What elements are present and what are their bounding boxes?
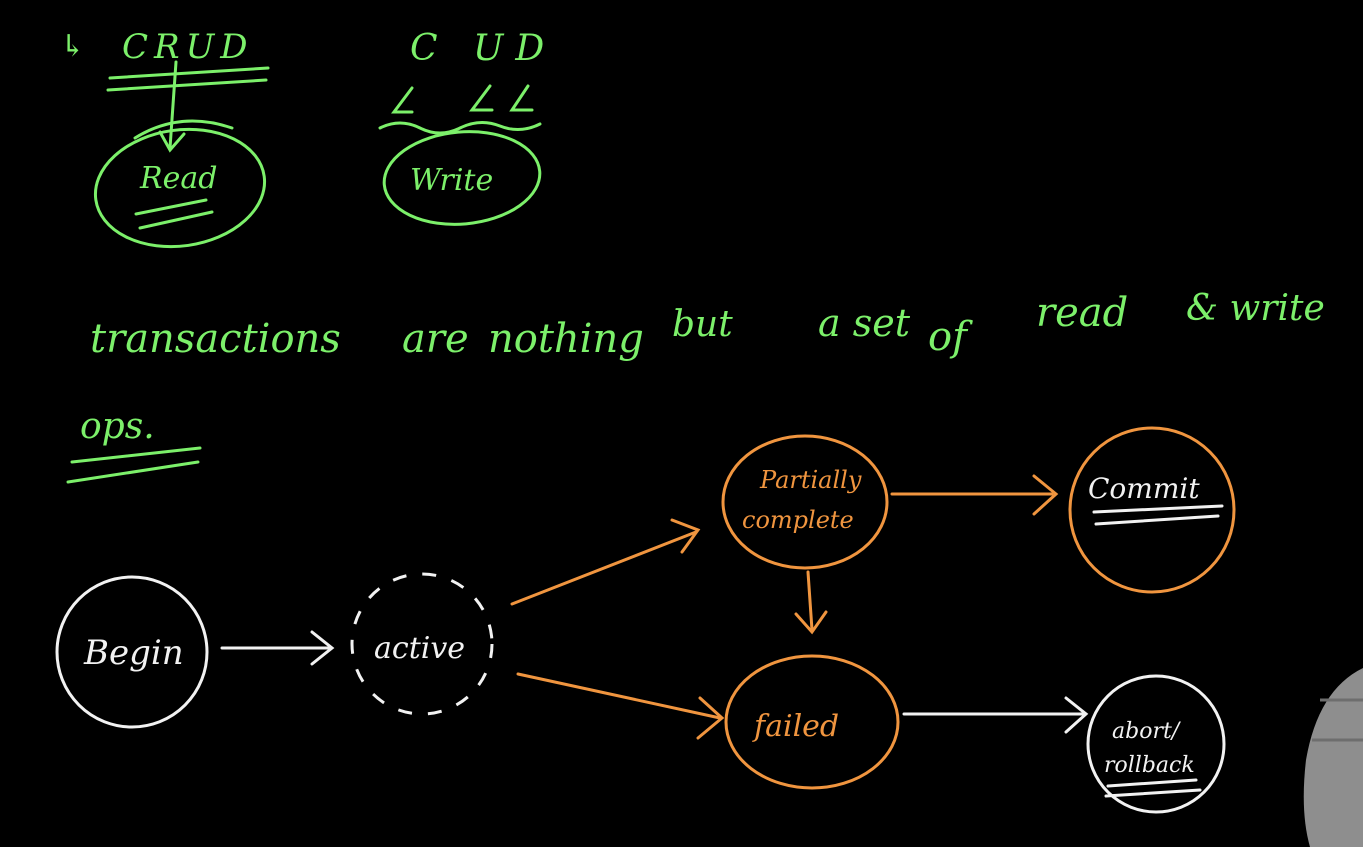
partially-circle — [721, 434, 889, 570]
crud-underline-2 — [106, 78, 268, 92]
cud-arrow-d — [509, 84, 534, 112]
sentence-word-and-write: & write — [1186, 288, 1325, 329]
arrow-failed-abort-head — [1064, 696, 1089, 734]
read-text: Read — [139, 161, 217, 196]
cud-arrow-c — [391, 86, 414, 114]
sentence-word-but: but — [672, 304, 733, 345]
arrow-partial-failed-head — [794, 610, 828, 635]
arrow-active-partial-line — [510, 530, 698, 606]
read-circle — [93, 127, 267, 249]
commit-underline-1 — [1092, 504, 1224, 514]
sentence-word-ops: ops. — [80, 406, 155, 447]
arrow-active-partial-head — [670, 518, 701, 554]
abort-underline-2 — [1104, 788, 1202, 798]
active-label: active — [374, 631, 465, 666]
read-underline-1 — [134, 198, 208, 216]
arrow-active-failed-head — [696, 696, 725, 740]
partially-label-1: Partially — [759, 466, 862, 494]
active-circle — [350, 572, 494, 716]
state-commit: Commit — [1068, 426, 1236, 594]
crud-down-arrow — [168, 60, 178, 150]
crud-text: CRUD — [122, 27, 254, 67]
state-begin: Begin — [55, 575, 209, 729]
abort-underline-1 — [1106, 778, 1198, 788]
webcam-corner-shape — [1303, 668, 1363, 847]
cud-text: C UD — [410, 28, 556, 69]
crud-arrow-head — [158, 130, 186, 153]
arrow-partial-to-failed — [794, 570, 828, 635]
arrow-active-to-failed — [516, 672, 725, 740]
sentence-word-a-set: a set — [818, 301, 911, 345]
arrow-partial-commit-head — [1032, 474, 1059, 516]
commit-underline-2 — [1094, 514, 1220, 526]
commit-circle — [1068, 426, 1236, 594]
state-abort-rollback: abort/ rollback — [1086, 674, 1226, 814]
abort-label-2: rollback — [1104, 753, 1195, 778]
write-text: Write — [410, 163, 493, 198]
arrow-begin-active-head — [310, 630, 335, 666]
sentence-word-nothing: nothing — [488, 316, 644, 362]
abort-circle — [1086, 674, 1226, 814]
arrow-failed-to-abort — [902, 696, 1089, 734]
arrow-partial-to-commit — [890, 474, 1059, 516]
ops-underline-1 — [70, 446, 202, 464]
webcam-overlay-corner — [1303, 668, 1363, 847]
crud-underline-1 — [108, 66, 270, 80]
partially-label-2: complete — [742, 506, 854, 534]
sentence-word-are: are — [402, 316, 469, 362]
arrow-active-to-partial — [510, 518, 701, 606]
arrow-partial-failed-line — [806, 570, 814, 632]
write-circle — [382, 130, 542, 226]
sentence-word-read: read — [1036, 290, 1128, 336]
arrow-active-failed-line — [516, 672, 722, 720]
begin-circle — [55, 575, 209, 729]
state-partially-complete: Partially complete — [721, 434, 889, 570]
abort-label-1: abort/ — [1112, 719, 1182, 744]
crud-read-note: ↳ CRUD Read — [60, 27, 270, 249]
state-failed: failed — [724, 654, 900, 790]
cud-write-note: C UD Write — [378, 28, 556, 226]
commit-label: Commit — [1088, 472, 1200, 505]
failed-circle — [724, 654, 900, 790]
begin-label: Begin — [83, 633, 184, 673]
state-active: active — [350, 572, 494, 716]
read-circle-tail — [133, 119, 234, 140]
definition-sentence: transactions are nothing but a set of re… — [66, 288, 1325, 484]
arrow-symbol-text: ↳ — [60, 29, 85, 64]
failed-label: failed — [752, 709, 839, 744]
arrow-begin-to-active — [220, 630, 335, 666]
cud-brace — [378, 121, 542, 135]
sentence-word-of: of — [928, 314, 973, 360]
read-underline-2 — [138, 210, 214, 230]
sentence-word-transactions: transactions — [90, 316, 341, 362]
ops-underline-2 — [66, 460, 200, 484]
cud-arrow-u — [469, 84, 494, 112]
